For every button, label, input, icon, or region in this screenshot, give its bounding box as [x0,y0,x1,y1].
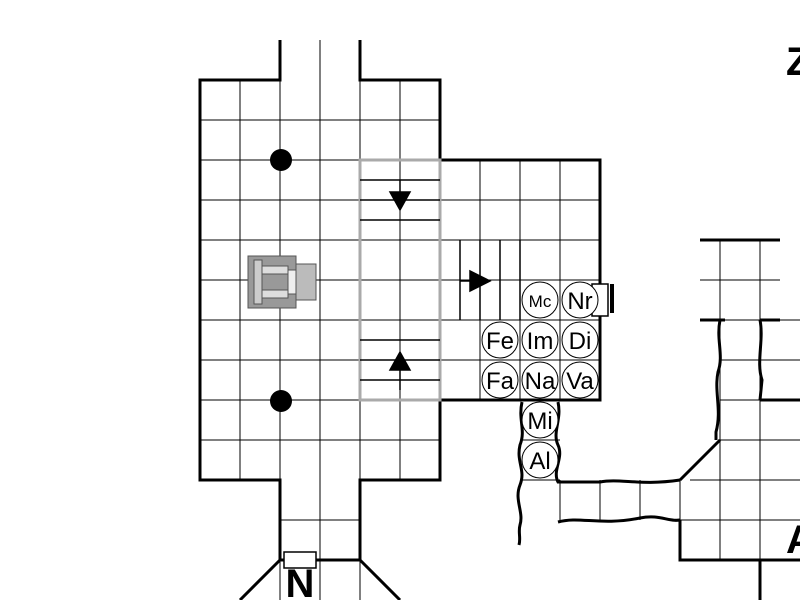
svg-text:Mi: Mi [527,408,552,435]
altar-icon [247,255,317,309]
pillar-icon [270,390,292,412]
svg-text:Nr: Nr [567,288,592,315]
token-di[interactable]: Di [561,321,599,359]
walls [198,40,800,600]
stair-frame [358,158,442,402]
svg-text:Al: Al [529,448,550,475]
door-icon[interactable] [283,551,317,569]
token-al[interactable]: Al [521,441,559,479]
room-label-n: N [286,562,315,600]
token-va[interactable]: Va [561,361,599,399]
svg-text:Di: Di [569,328,592,355]
token-fe[interactable]: Fe [481,321,519,359]
svg-text:Im: Im [527,328,554,355]
svg-text:Fa: Fa [486,368,515,395]
token-nr[interactable]: Nr [561,281,599,319]
cave-passages [516,319,764,546]
token-im[interactable]: Im [521,321,559,359]
token-mc[interactable]: Mc [521,281,559,319]
room-label-z: Z [786,40,800,84]
grid-lines [200,40,800,600]
arrow-icon [388,180,492,390]
token-mi[interactable]: Mi [521,401,559,439]
room-label-a: A [786,518,800,562]
svg-text:Mc: Mc [529,292,552,311]
svg-text:Fe: Fe [486,328,514,355]
pillar-icon [270,149,292,171]
token-fa[interactable]: Fa [481,361,519,399]
svg-text:Na: Na [525,368,556,395]
svg-text:Va: Va [566,368,594,395]
token-na[interactable]: Na [521,361,559,399]
